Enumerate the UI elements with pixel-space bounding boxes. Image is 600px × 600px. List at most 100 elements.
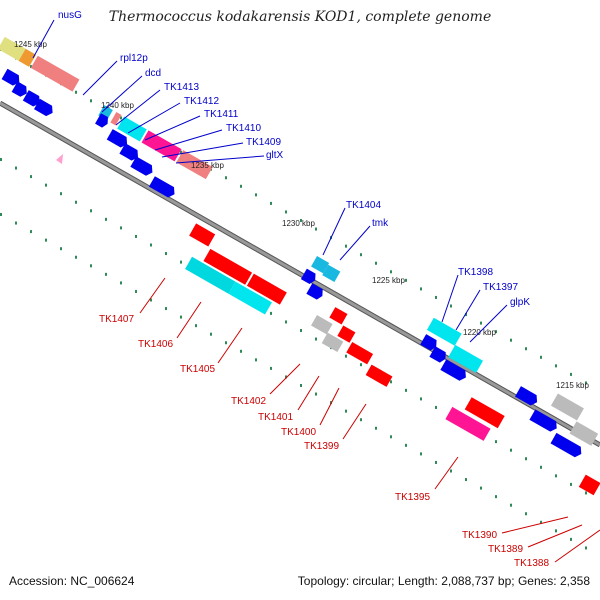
cds-arrows: [1, 68, 582, 458]
ruler-tick: [105, 272, 107, 276]
ruler-tick: [510, 503, 512, 507]
cyan-feature-8: [448, 344, 484, 373]
ruler-tick: [555, 529, 557, 533]
ruler-tick: [15, 221, 17, 225]
ruler-tick: [390, 380, 392, 384]
ruler-tick: [255, 193, 257, 197]
cds-arrow: [420, 334, 437, 351]
ruler-tick: [510, 338, 512, 342]
gene-label-TK1395: TK1395: [395, 492, 430, 503]
cyan-feature-6: [322, 264, 341, 283]
ruler-tick: [570, 482, 572, 486]
red-feature-4: [329, 307, 348, 325]
ruler-tick: [255, 358, 257, 362]
ruler-tick: [435, 460, 437, 464]
ruler-tick: [585, 491, 587, 495]
ruler-tick: [405, 443, 407, 447]
ruler-tick: [345, 244, 347, 248]
gene-label-TK1398: TK1398: [458, 267, 493, 278]
ruler-tick: [90, 99, 92, 103]
red-feature-8: [464, 397, 505, 429]
ruler-tick: [465, 478, 467, 482]
ruler-tick: [555, 474, 557, 478]
nusG-feature: [0, 36, 26, 61]
genome-backbone: [0, 100, 600, 448]
gene-label-TK1409: TK1409: [246, 137, 281, 148]
cds-arrow: [1, 68, 20, 86]
ruler-tick: [270, 366, 272, 370]
gene-label-TK1411: TK1411: [204, 109, 239, 120]
ruler-tick: [540, 465, 542, 469]
ruler-tick: [525, 512, 527, 516]
ruler-tick: [120, 116, 122, 120]
ruler-tick: [300, 219, 302, 222]
magenta-feature: [141, 130, 182, 162]
salmon-small: [110, 112, 122, 126]
ruler-tick: [420, 287, 422, 291]
ruler-tick: [495, 330, 497, 334]
ruler-tick: [240, 184, 242, 188]
cyan-feature-7: [426, 317, 462, 346]
gene-label-TK1399: TK1399: [304, 441, 339, 452]
scale-labels: 1245 kbp 1240 kbp 1235 kbp 1230 kbp 1225…: [14, 40, 589, 390]
cds-arrow: [300, 268, 316, 285]
scale-label: 1230 kbp: [282, 219, 315, 228]
gene-label-TK1397: TK1397: [483, 282, 518, 293]
cyan-feature-3: [185, 256, 236, 294]
ruler-tick: [300, 384, 302, 387]
cds-arrow: [119, 143, 139, 161]
gene-label-TK1412: TK1412: [184, 96, 219, 107]
gene-label-TK1413: TK1413: [164, 82, 199, 93]
forward-gene-labels: nusG rpl12p dcd TK1413 TK1412 TK1411 TK1…: [32, 10, 530, 343]
red-feature-9: [578, 474, 600, 496]
gene-label-glpK: glpK: [510, 297, 530, 308]
ruler-tick: [60, 192, 62, 196]
cds-arrow: [130, 156, 153, 176]
map-title: Thermococcus kodakarensis KOD1, complete…: [108, 9, 492, 25]
ruler-tick: [15, 166, 17, 170]
gene-label-rpl12p: rpl12p: [120, 53, 148, 64]
scale-label: 1225 kbp: [372, 276, 405, 285]
ruler-tick: [0, 213, 2, 216]
gene-label-TK1400: TK1400: [281, 427, 316, 438]
ruler-tick: [465, 313, 467, 317]
ruler-tick: [510, 448, 512, 452]
ruler-tick: [75, 255, 77, 259]
gene-label-TK1410: TK1410: [226, 123, 261, 134]
ruler-tick: [495, 495, 497, 499]
ruler-tick: [360, 418, 362, 422]
ruler-tick: [555, 364, 557, 368]
ruler-tick: [540, 520, 542, 524]
ruler-tick: [540, 355, 542, 359]
ruler-tick: [135, 289, 137, 293]
ruler-tick: [195, 324, 197, 328]
scale-label: 1215 kbp: [556, 381, 589, 390]
accession-label: Accession: NC_006624: [9, 574, 135, 588]
ruler-tick: [60, 247, 62, 251]
ruler-tick: [480, 321, 482, 325]
cyan-feature-2: [117, 116, 147, 142]
ruler-tick: [0, 158, 2, 161]
gray-feature-1: [311, 315, 333, 335]
ruler-tick: [345, 354, 347, 358]
ruler-tick: [360, 253, 362, 257]
reverse-gene-labels: TK1407 TK1406 TK1405 TK1402 TK1401 TK140…: [99, 277, 600, 569]
ruler-tick: [90, 209, 92, 213]
gene-label-tmk: tmk: [372, 218, 389, 229]
ruler-tick: [405, 388, 407, 392]
ruler-tick: [120, 281, 122, 285]
ruler-tick: [360, 363, 362, 367]
ruler-tick: [390, 270, 392, 274]
ruler-tick: [30, 230, 32, 234]
gene-label-TK1389: TK1389: [488, 544, 523, 555]
cds-arrow: [429, 346, 446, 363]
ruler-tick: [285, 375, 287, 379]
cds-arrow: [95, 113, 108, 128]
cds-arrow: [550, 432, 582, 458]
salmon-feature: [30, 55, 80, 92]
gene-label-TK1406: TK1406: [138, 339, 173, 350]
ruler-tick: [450, 304, 452, 308]
gene-label-dcd: dcd: [145, 68, 161, 79]
ruler-tick: [75, 90, 77, 94]
